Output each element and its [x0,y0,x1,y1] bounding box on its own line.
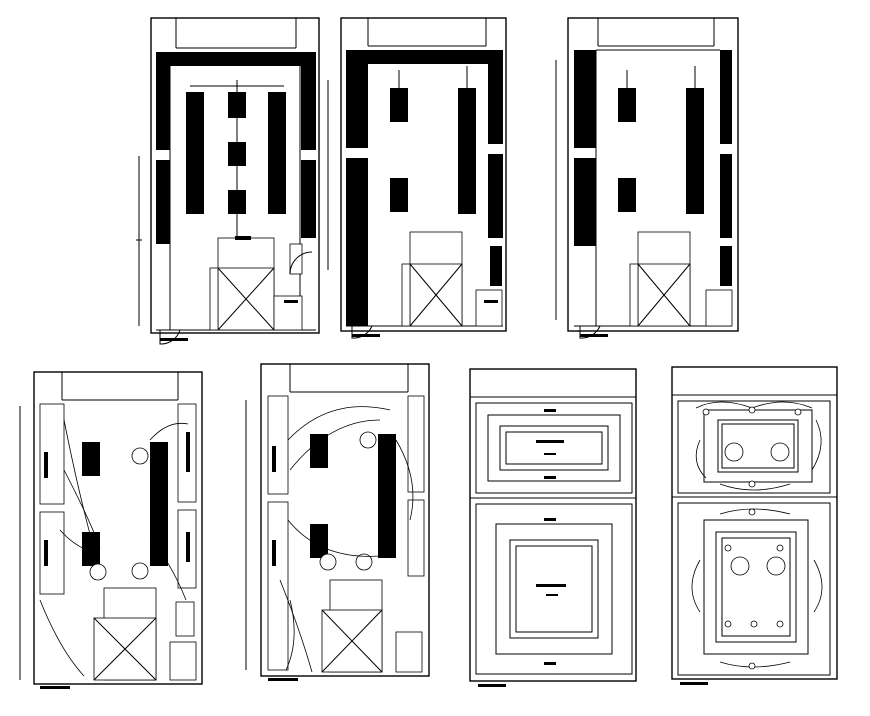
plan-1-left-cabinet [186,92,204,214]
plan-5-outline [260,363,430,677]
plan-1-right-cabinet [268,92,286,214]
plan-6-ceiling-layout [469,368,637,687]
plan-1-top-wall [156,52,316,66]
plan-4-outline [33,371,203,685]
plan-3-wall-finish-layout [555,17,739,339]
plan-2-outline [340,17,507,332]
plan-1-furniture-layout [136,17,329,345]
plan-7-ceiling-lighting-layout [671,366,838,685]
plan-2-wall-finish-layout [340,17,507,339]
plan-5-electrical-layout [245,363,430,681]
plan-3-outline [567,17,739,332]
plan-4-electrical-layout [19,371,203,689]
plan-1-outline [150,17,320,334]
plan-7-outline [671,366,838,680]
plan-6-outline [469,368,637,682]
